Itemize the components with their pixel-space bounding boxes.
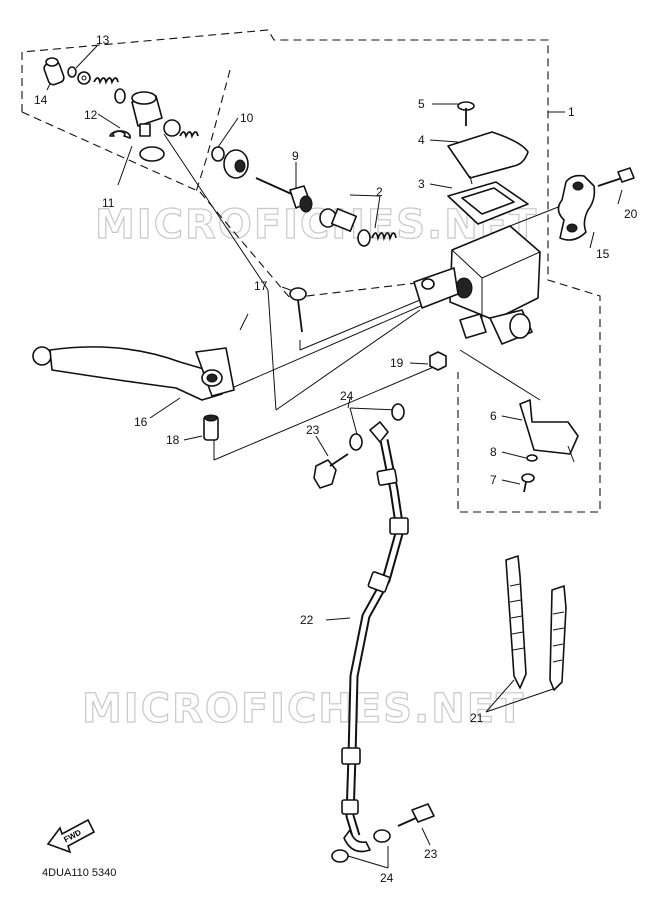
label-9: 9 (292, 149, 299, 163)
part-24-washers-top (349, 403, 405, 451)
part-18-collar (203, 414, 219, 441)
assembly-lines (163, 133, 577, 461)
label-4: 4 (418, 133, 425, 147)
part-19-nut (429, 351, 447, 371)
part-7-screw (521, 473, 535, 493)
label-14: 14 (34, 93, 48, 107)
part-3-diaphragm (447, 181, 529, 225)
label-23-top: 23 (306, 423, 320, 437)
label-1: 1 (568, 105, 575, 119)
label-11: 11 (102, 196, 115, 210)
part-23-union-bolt-top (313, 453, 349, 489)
part-10-nut (211, 146, 249, 179)
part-23-union-bolt-bottom (397, 803, 435, 827)
label-16: 16 (134, 415, 148, 429)
label-12: 12 (84, 108, 98, 122)
part-2-piston-kit (319, 208, 397, 247)
label-17: 17 (254, 279, 268, 293)
label-21: 21 (470, 711, 484, 725)
outline-lever-kit (21, 29, 601, 513)
label-10: 10 (240, 111, 254, 125)
part-12-circlip (109, 130, 131, 139)
label-18: 18 (166, 433, 180, 447)
label-15: 15 (596, 247, 610, 261)
diagram-code: 4DUA110 5340 (42, 867, 116, 879)
part-5-screw (457, 101, 475, 126)
label-5: 5 (418, 97, 425, 111)
part-9-push-rod (255, 177, 313, 213)
part-4-reservoir-cap (447, 131, 529, 185)
label-24-top: 24 (340, 389, 354, 403)
fwd-arrow-icon: FWD (46, 818, 96, 854)
label-2: 2 (376, 185, 383, 199)
label-23-bottom: 23 (424, 847, 438, 861)
part-washer-lever (139, 146, 165, 162)
label-8: 8 (490, 445, 497, 459)
part-adjuster-body (131, 91, 163, 137)
label-22: 22 (300, 613, 314, 627)
leader-lines (46, 45, 623, 869)
label-20: 20 (624, 207, 638, 221)
label-13: 13 (96, 33, 110, 47)
part-15-clamp (557, 174, 596, 241)
part-17-pivot-bolt (289, 287, 307, 333)
part-6-brake-switch (519, 399, 579, 463)
label-7: 7 (490, 473, 497, 487)
part-16-brake-lever (32, 346, 235, 401)
part-master-cylinder (413, 225, 541, 345)
part-21-cable-ties (505, 555, 567, 691)
part-24-washers-bottom (331, 829, 391, 863)
part-adjuster-nut (163, 119, 199, 139)
watermark-bottom: MICROFICHES.NET (82, 686, 525, 732)
outline-lever-group (195, 69, 231, 193)
label-3: 3 (418, 177, 425, 191)
part-14-boot-cap (43, 57, 65, 86)
label-6: 6 (490, 409, 497, 423)
part-labels: 1 2 3 4 5 6 7 8 9 10 11 12 13 14 15 16 1… (34, 33, 638, 885)
part-22-brake-hose (341, 421, 409, 853)
part-13-pivot-parts (67, 66, 126, 104)
part-20-bolt (597, 167, 635, 187)
label-24-bottom: 24 (380, 871, 394, 885)
label-19: 19 (390, 356, 404, 370)
part-8-washer (526, 454, 538, 462)
outline-inner-kit (21, 111, 426, 299)
